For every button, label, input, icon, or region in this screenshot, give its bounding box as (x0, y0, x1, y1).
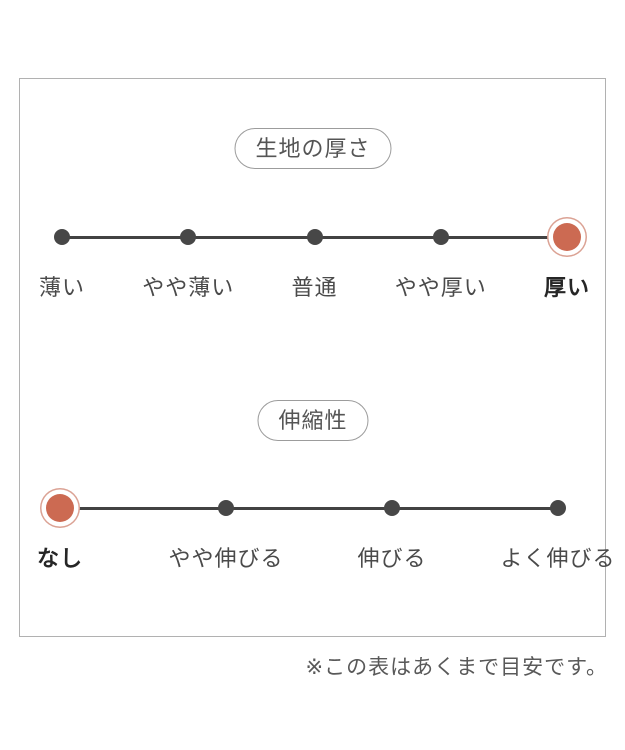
thickness-dot-yayausui (180, 229, 197, 245)
stretch-label: 伸びる (357, 547, 427, 572)
thickness-label: 薄い (38, 276, 86, 301)
stretch-dot-nobiru (384, 500, 400, 516)
stretch-label-selected: なし (36, 547, 84, 572)
thickness-label: 普通 (291, 276, 338, 301)
stretch-labels: なし やや伸びる 伸びる よく伸びる (37, 541, 615, 572)
thickness-label: やや厚い (394, 276, 487, 301)
stretch-title-pill: 伸縮性 (257, 400, 369, 441)
thickness-selected-marker (553, 223, 581, 251)
thickness-label-selected: 厚い (543, 276, 591, 301)
stretch-dot-yayanobiru (217, 500, 234, 516)
thickness-label: やや薄い (142, 276, 235, 301)
thickness-dot-futsuu (306, 229, 323, 245)
thickness-dot-yayaatsui (432, 229, 449, 245)
stretch-selected-marker (46, 494, 74, 522)
thickness-dot-usui (54, 229, 70, 245)
disclaimer-note: ※この表はあくまで目安です。 (305, 655, 608, 679)
spec-panel (19, 78, 606, 637)
stretch-dot-yokunobiru (550, 500, 566, 516)
stretch-label: よく伸びる (500, 547, 616, 572)
stretch-title: 伸縮性 (278, 409, 348, 434)
thickness-labels: 薄い やや薄い 普通 やや厚い 厚い (39, 270, 589, 301)
thickness-title: 生地の厚さ (255, 137, 371, 162)
stretch-label: やや伸びる (168, 547, 284, 572)
stretch-scale-line (60, 506, 558, 510)
thickness-title-pill: 生地の厚さ (234, 128, 392, 169)
